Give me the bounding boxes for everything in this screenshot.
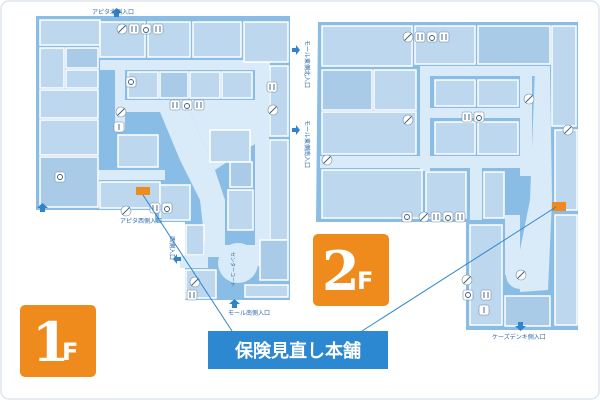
no-smoking-icon xyxy=(402,114,414,126)
no-smoking-icon xyxy=(116,23,128,35)
restroom-icon xyxy=(414,31,426,43)
store-callout-box[interactable] xyxy=(208,331,388,369)
restroom-icon xyxy=(169,99,181,111)
no-smoking-icon xyxy=(189,276,201,288)
no-smoking-icon xyxy=(461,274,473,286)
leader-line-2f xyxy=(361,206,557,332)
no-smoking-icon xyxy=(402,31,414,43)
restroom-icon xyxy=(186,289,198,301)
restroom-icon xyxy=(193,99,205,111)
no-smoking-icon xyxy=(523,93,535,105)
floor2-badge: 2 F xyxy=(313,234,389,306)
restroom-icon xyxy=(149,202,161,214)
entrance-arrow-east-south xyxy=(292,125,300,135)
floor1-icons xyxy=(54,23,279,301)
floor1-store-marker[interactable] xyxy=(136,187,150,195)
floor1-badge: 1 F xyxy=(20,305,96,377)
store-callout-label: 保険見直し本舗 xyxy=(234,340,361,362)
entrance-label-k: ケーズデンキ側入口 xyxy=(492,333,546,341)
stroller-icon xyxy=(401,211,413,223)
floor2-plan: ケーズデンキ側入口 xyxy=(316,22,578,341)
store-callout[interactable]: 保険見直し本舗 xyxy=(208,331,388,369)
floor2-icons xyxy=(321,31,574,316)
elevator-icon xyxy=(113,121,125,133)
entrance-arrow-k xyxy=(515,322,526,331)
entrance-arrow-east-north xyxy=(292,45,300,55)
center-court-label: センターコート xyxy=(229,252,236,287)
no-smoking-icon xyxy=(321,154,333,166)
entrance-label-left-vertical: 西側入口 xyxy=(168,236,176,260)
entrance-label-bottom: モール南側入口 xyxy=(228,309,270,317)
floor2-store-marker[interactable] xyxy=(552,202,566,211)
wheelchair-icon xyxy=(442,211,454,223)
restroom-icon xyxy=(128,23,140,35)
no-smoking-icon xyxy=(120,205,132,217)
wheelchair-icon xyxy=(140,23,152,35)
stroller-icon xyxy=(462,289,474,301)
no-smoking-icon xyxy=(515,269,527,281)
no-smoking-icon xyxy=(115,106,127,118)
elevator-icon xyxy=(478,304,490,316)
floor2-badge-number: 2 xyxy=(322,239,360,303)
restroom-icon xyxy=(152,23,164,35)
restroom-icon xyxy=(461,111,473,123)
entrance-label-bottom-left: アピタ西側入口 xyxy=(120,217,162,225)
floor1-badge-suffix: F xyxy=(62,338,78,366)
restroom-icon xyxy=(266,81,278,93)
wheelchair-icon xyxy=(473,111,485,123)
floor1-badge-number: 1 xyxy=(32,310,70,374)
no-smoking-icon xyxy=(562,124,574,136)
restroom-icon xyxy=(454,211,466,223)
entrance-label-top: アピタ北側入口 xyxy=(92,8,134,16)
center-court xyxy=(218,243,258,283)
entrance-arrow-top xyxy=(111,8,122,17)
stroller-icon xyxy=(125,76,137,88)
entrance-arrow-west-bottom xyxy=(37,203,48,212)
restroom-icon xyxy=(480,289,492,301)
entrance-label-right-top: モール東側北入口 xyxy=(303,40,311,88)
stroller-icon xyxy=(54,171,66,183)
wheelchair-icon xyxy=(426,31,438,43)
wheelchair-icon xyxy=(181,99,193,111)
leader-line-1f xyxy=(142,194,233,332)
restroom-icon xyxy=(438,31,450,43)
floor2-badge-suffix: F xyxy=(357,267,373,295)
entrance-label-right-mid: モール東側南入口 xyxy=(303,120,311,168)
entrance-arrow-south xyxy=(229,299,240,308)
floor2-shops xyxy=(321,25,578,327)
no-smoking-icon xyxy=(418,211,430,223)
floor1-entrance-arrows xyxy=(37,8,300,308)
restroom-icon xyxy=(430,211,442,223)
floor1-plan: アピタ北側入口 アピタ西側入口 モール南側入口 モール東側北入口 モール東側南入… xyxy=(36,8,311,317)
no-smoking-icon xyxy=(267,104,279,116)
wheelchair-icon xyxy=(161,202,173,214)
entrance-arrow-west xyxy=(173,254,181,264)
